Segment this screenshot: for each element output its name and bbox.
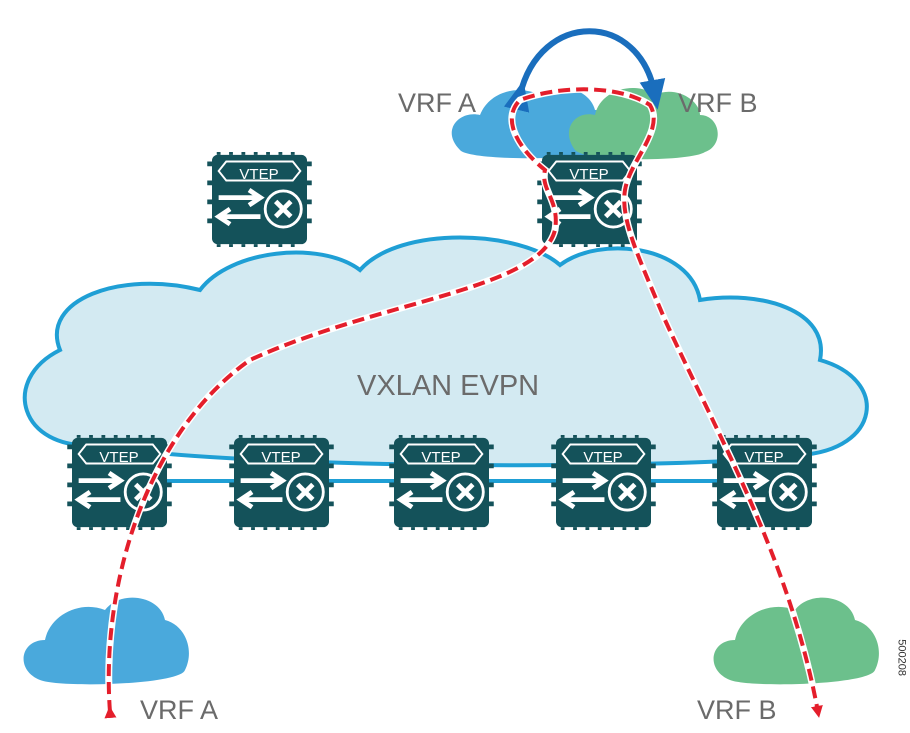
vtep-leaf-1: VTEP bbox=[67, 435, 172, 530]
traffic-path bbox=[104, 85, 823, 719]
vtep-label: VTEP bbox=[99, 449, 138, 466]
vtep-leaf-2: VTEP bbox=[229, 435, 334, 530]
vtep-leaf-3: VTEP bbox=[389, 435, 494, 530]
vrf-a-cloud-bottom bbox=[23, 597, 189, 685]
vtep-label: VTEP bbox=[421, 449, 460, 466]
vrf-b-cloud-bottom bbox=[713, 597, 879, 685]
vtep-border-leaf: VTEP bbox=[537, 152, 642, 247]
vrf-a-bottom-label: VRF A bbox=[140, 695, 219, 725]
vtep-leaf-5: VTEP bbox=[712, 435, 817, 530]
vtep-label: VTEP bbox=[569, 166, 608, 183]
document-id: 500208 bbox=[896, 639, 908, 676]
vtep-label: VTEP bbox=[583, 449, 622, 466]
fabric-label: VXLAN EVPN bbox=[357, 370, 540, 402]
red-route-path bbox=[104, 87, 823, 719]
vtep-leaf-4: VTEP bbox=[551, 435, 656, 530]
vrf-a-top-label: VRF A bbox=[398, 88, 477, 118]
vtep-label: VTEP bbox=[744, 449, 783, 466]
vtep-label: VTEP bbox=[261, 449, 300, 466]
vtep-label: VTEP bbox=[239, 166, 278, 183]
vrf-b-bottom-label: VRF B bbox=[697, 695, 777, 725]
vtep-standalone: VTEP bbox=[207, 152, 312, 247]
vrf-b-top-label: VRF B bbox=[678, 88, 758, 118]
vrf-swap-arrow bbox=[503, 28, 666, 113]
fabric-cloud bbox=[22, 235, 869, 468]
